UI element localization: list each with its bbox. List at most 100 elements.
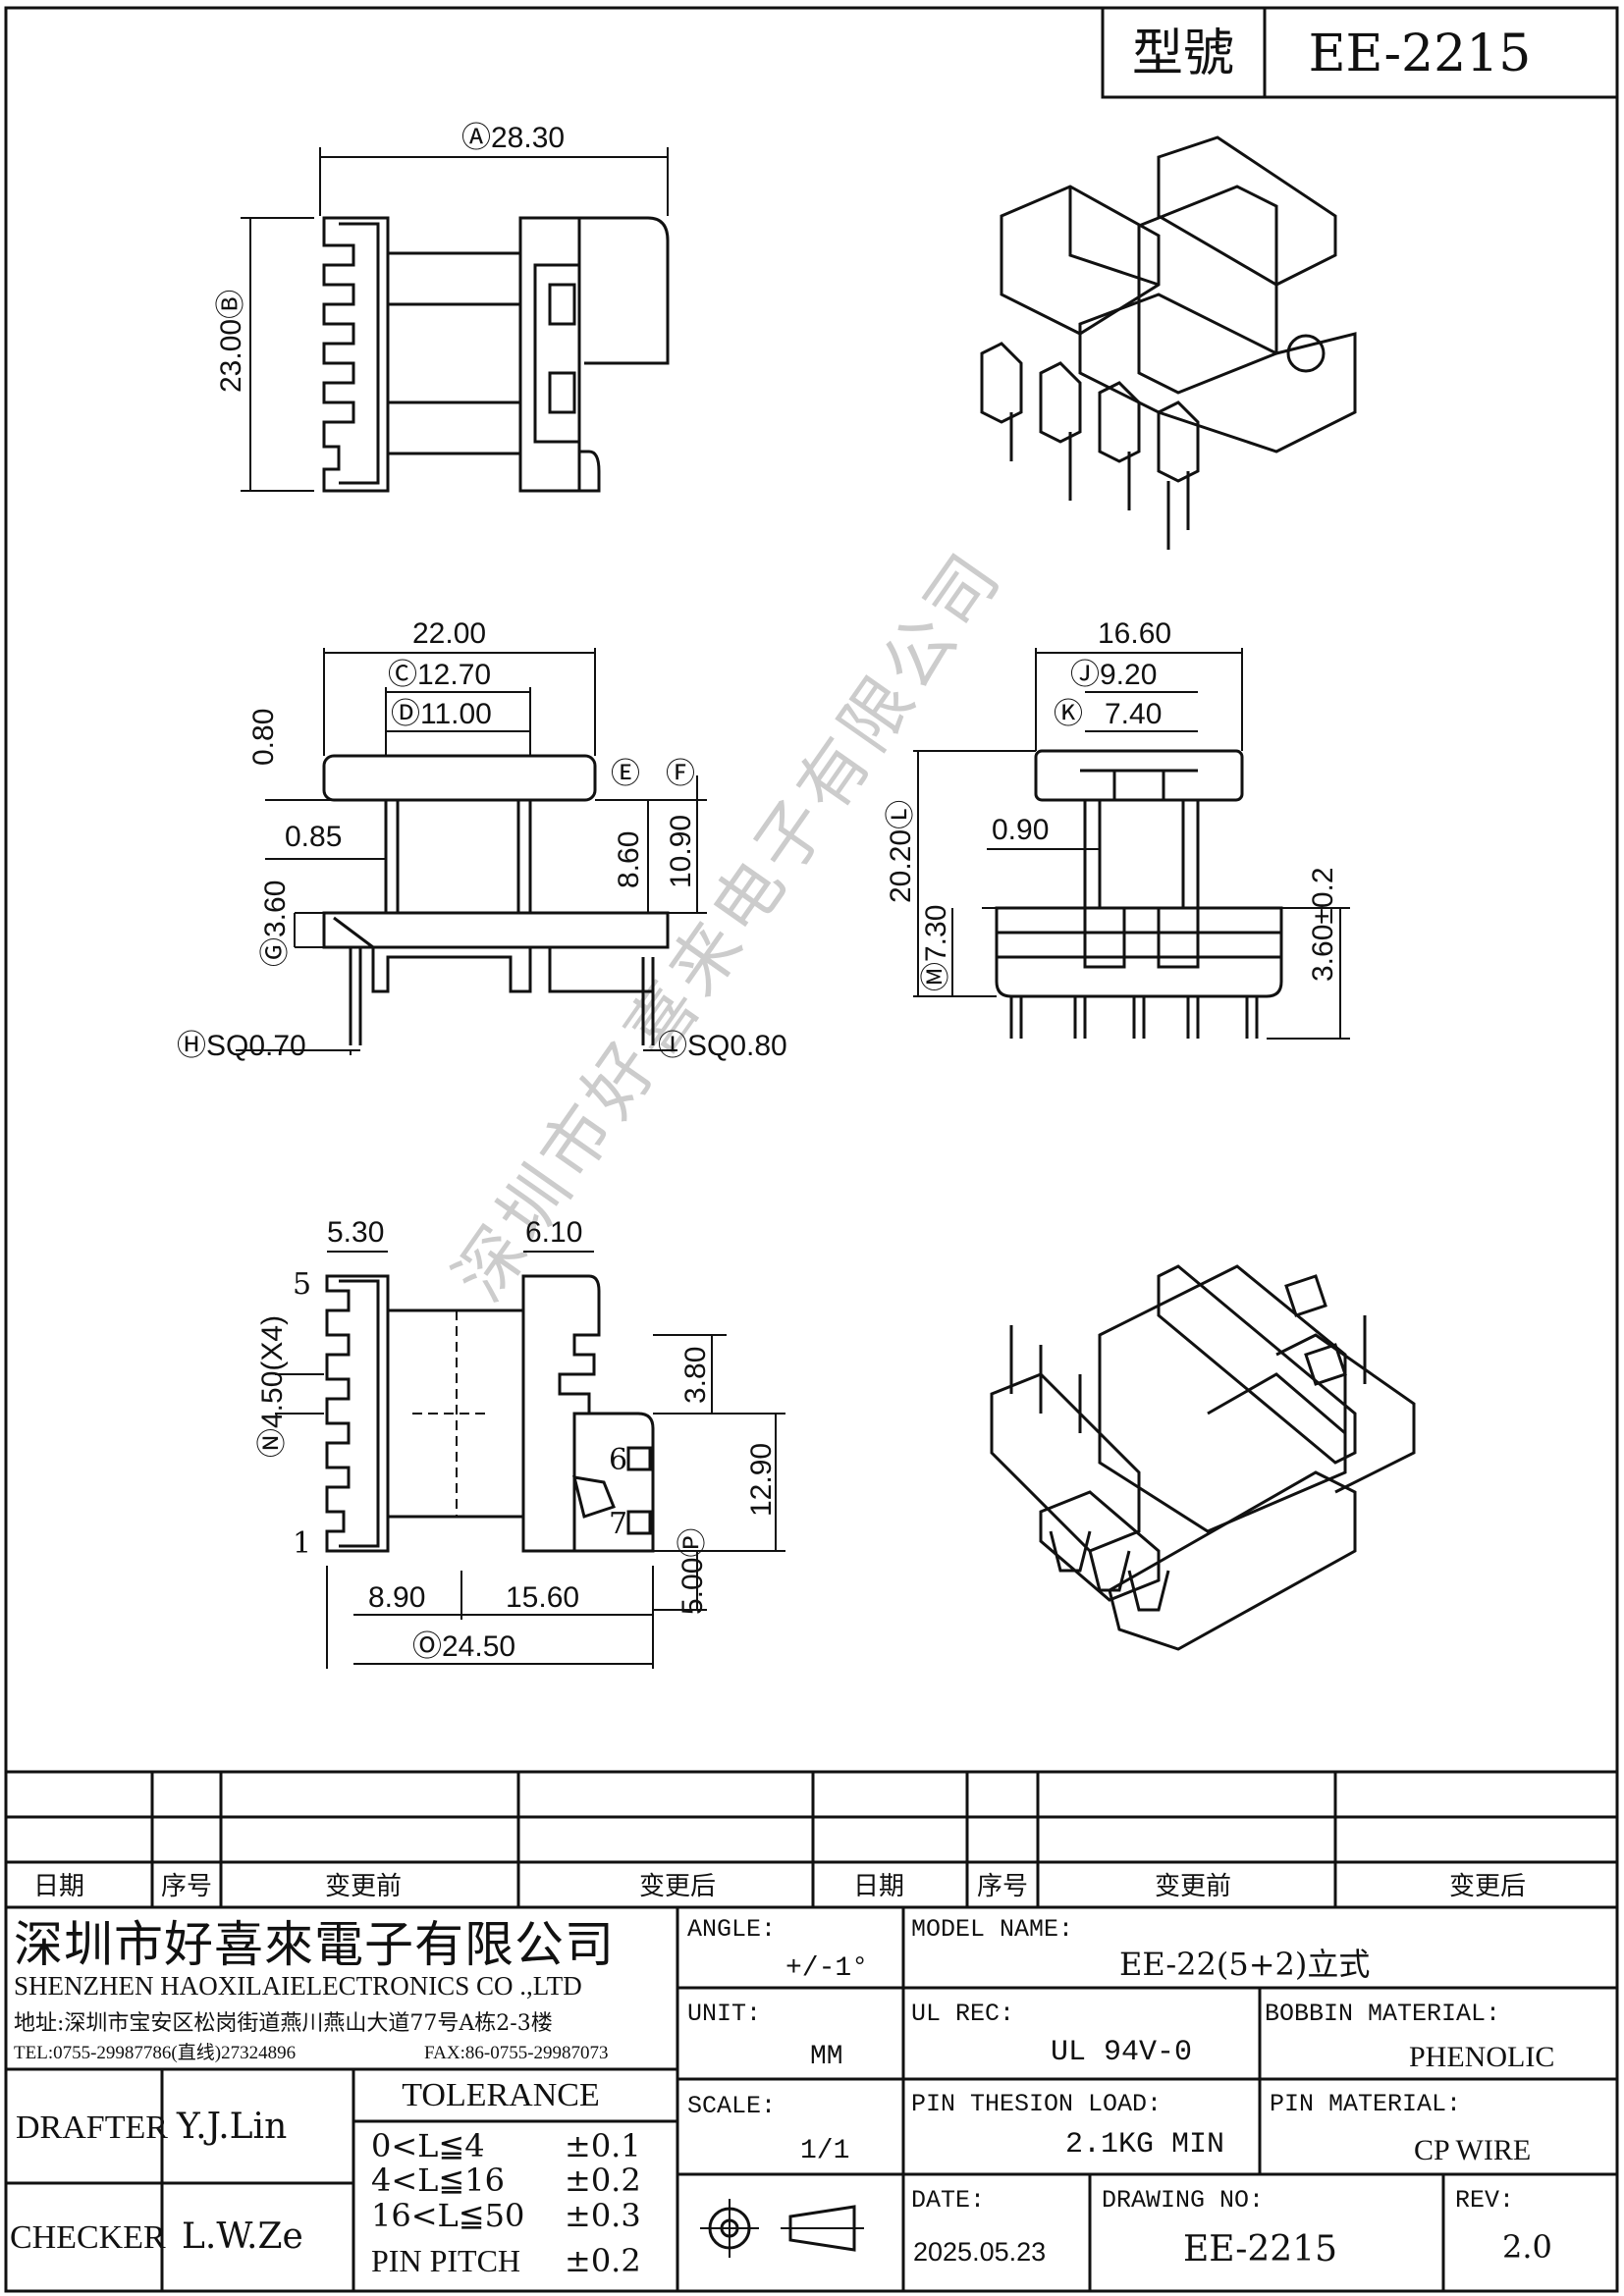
tolerance-range-0: 0<L≦4 xyxy=(371,2127,485,2164)
drafter-label: DRAFTER xyxy=(16,2109,168,2146)
tolerance-range-2: 16<L≦50 xyxy=(371,2197,524,2234)
front-view-dims: 22.00 Ⓒ12.70 Ⓓ11.00 0.80 0.85 8.60 10.90… xyxy=(177,617,787,1062)
model-label: 型號 xyxy=(1132,25,1234,83)
rev-header-before-1: 变更前 xyxy=(325,1872,402,1901)
company-name-en: SHENZHEN HAOXILAIELECTRONICS CO .,LTD xyxy=(14,1971,582,2001)
top-view xyxy=(241,147,670,493)
unit-value: MM xyxy=(810,2042,843,2072)
mark-k: Ⓚ xyxy=(1054,698,1083,730)
rev-header-after-2: 变更后 xyxy=(1449,1872,1526,1901)
dim-530: 5.30 xyxy=(327,1216,384,1249)
rev-header-date-2: 日期 xyxy=(853,1872,904,1901)
dim-1660: 16.60 xyxy=(1098,617,1171,650)
revision-table xyxy=(6,1770,1617,1909)
signoff-block: DRAFTER Y.J.Lin CHECKER L.W.Ze xyxy=(10,2107,303,2257)
company-address: 地址:深圳市宝安区松岗街道燕川燕山大道77号A栋2-3楼 xyxy=(14,2011,553,2036)
checker-label: CHECKER xyxy=(10,2219,166,2256)
dim-h-sq: ⒽSQ0.70 xyxy=(177,1030,306,1062)
dim-d: Ⓓ11.00 xyxy=(391,698,492,730)
pin-7: 7 xyxy=(609,1507,627,1541)
rev-header-before-2: 变更前 xyxy=(1155,1872,1231,1901)
dim-o: Ⓞ24.50 xyxy=(412,1630,515,1663)
unit-label: UNIT: xyxy=(687,2000,761,2028)
pin-material-label: PIN MATERIAL: xyxy=(1270,2090,1461,2118)
dim-n-pitch: Ⓝ4.50(X4) xyxy=(256,1315,289,1458)
bottom-view xyxy=(275,1251,785,1669)
dim-090: 0.90 xyxy=(992,814,1049,846)
iso-view-top xyxy=(980,135,1357,550)
rev-header-seq-1: 序号 xyxy=(161,1872,212,1901)
side-view xyxy=(913,648,1350,1040)
date-value: 2025.05.23 xyxy=(913,2237,1046,2267)
dim-p: 5.00Ⓟ xyxy=(677,1528,709,1615)
dim-b: 23.00Ⓑ xyxy=(215,290,247,393)
model-title-box: 型號 EE-2215 xyxy=(1101,6,1619,99)
model-value: EE-2215 xyxy=(1309,25,1532,83)
title-block-grid xyxy=(6,1907,1617,2291)
front-view xyxy=(236,648,707,1055)
ul-label: UL REC: xyxy=(911,2000,1014,2028)
dim-610: 6.10 xyxy=(525,1216,582,1249)
company-tel: TEL:0755-29987786(直线)27324896 xyxy=(14,2042,296,2063)
dim-a: Ⓐ28.30 xyxy=(461,122,565,154)
sheet-border xyxy=(4,6,1619,2293)
dim-c: Ⓒ12.70 xyxy=(388,659,491,691)
tolerance-value-3: ±0.2 xyxy=(565,2242,641,2279)
dim-360-tol: 3.60±0.2 xyxy=(1307,867,1339,982)
mark-e: Ⓔ xyxy=(611,758,640,790)
pin-material-value: CP WIRE xyxy=(1414,2134,1531,2166)
dim-085: 0.85 xyxy=(285,821,342,853)
tolerance-title: TOLERANCE xyxy=(402,2077,599,2113)
rev-header-seq-2: 序号 xyxy=(977,1872,1028,1901)
dim-i-sq: ⒾSQ0.80 xyxy=(658,1030,787,1062)
pin-5: 5 xyxy=(293,1267,311,1302)
scale-label: SCALE: xyxy=(687,2092,776,2120)
dim-740: 7.40 xyxy=(1105,698,1162,730)
dim-080: 0.80 xyxy=(247,709,280,766)
dim-22: 22.00 xyxy=(412,617,486,650)
dim-1090: 10.90 xyxy=(665,815,697,888)
tolerance-value-1: ±0.2 xyxy=(565,2162,641,2199)
dim-860: 8.60 xyxy=(613,831,645,888)
date-label: DATE: xyxy=(911,2186,985,2215)
dim-890: 8.90 xyxy=(368,1581,425,1614)
rev-header-date-1: 日期 xyxy=(33,1872,84,1901)
dim-1560: 15.60 xyxy=(506,1581,579,1614)
ul-value: UL 94V-0 xyxy=(1051,2036,1192,2069)
dim-j: Ⓙ9.20 xyxy=(1070,659,1157,691)
angle-label: ANGLE: xyxy=(687,1915,776,1944)
projection-symbol-icon xyxy=(700,2199,864,2258)
rev-value: 2.0 xyxy=(1502,2228,1552,2266)
pin-1: 1 xyxy=(293,1526,311,1561)
pin-6: 6 xyxy=(609,1443,627,1477)
model-name-value: EE-22(5+2)立式 xyxy=(1119,1946,1370,1983)
angle-value: +/-1° xyxy=(785,1953,868,1984)
company-block: 深圳市好喜來電子有限公司 SHENZHEN HAOXILAIELECTRONIC… xyxy=(14,1916,615,2063)
pin-tension-value: 2.1KG MIN xyxy=(1065,2128,1224,2162)
drawing-no-value: EE-2215 xyxy=(1183,2229,1337,2269)
dim-g360: Ⓖ3.60 xyxy=(259,881,292,967)
rev-header-after-1: 变更后 xyxy=(639,1872,716,1901)
dim-m730: Ⓜ7.30 xyxy=(920,905,952,991)
dim-2020: 20.20Ⓛ xyxy=(885,800,917,903)
spec-fields: ANGLE: +/-1° UNIT: MM SCALE: 1/1 MODEL N… xyxy=(687,1915,1554,2269)
tolerance-range-1: 4<L≦16 xyxy=(371,2162,505,2199)
drafter-value: Y.J.Lin xyxy=(176,2107,287,2147)
side-view-dims: 16.60 Ⓙ9.20 Ⓚ 7.40 20.20Ⓛ 0.90 Ⓜ7.30 3.6… xyxy=(885,617,1339,991)
tolerance-block: TOLERANCE 0<L≦4 ±0.1 4<L≦16 ±0.2 16<L≦50… xyxy=(371,2077,641,2279)
revision-headers: 日期 序号 变更前 变更后 日期 序号 变更前 变更后 xyxy=(33,1872,1526,1901)
company-fax: FAX:86-0755-29987073 xyxy=(424,2043,609,2063)
dim-380: 3.80 xyxy=(679,1347,712,1404)
iso-view-bottom xyxy=(990,1264,1416,1651)
tolerance-range-3: PIN PITCH xyxy=(371,2243,520,2278)
company-name-cn: 深圳市好喜來電子有限公司 xyxy=(14,1916,615,1973)
tolerance-value-2: ±0.3 xyxy=(565,2197,641,2234)
model-name-label: MODEL NAME: xyxy=(911,1915,1073,1944)
pin-tension-label: PIN THESION LOAD: xyxy=(911,2090,1162,2118)
dim-1290: 12.90 xyxy=(745,1443,778,1517)
bobbin-label: BOBBIN MATERIAL: xyxy=(1265,2000,1500,2028)
scale-value: 1/1 xyxy=(800,2136,849,2166)
bottom-view-dims: 5.30 6.10 Ⓝ4.50(X4) 3.80 12.90 8.90 15.6… xyxy=(256,1216,778,1663)
drawing-no-label: DRAWING NO: xyxy=(1102,2186,1264,2215)
